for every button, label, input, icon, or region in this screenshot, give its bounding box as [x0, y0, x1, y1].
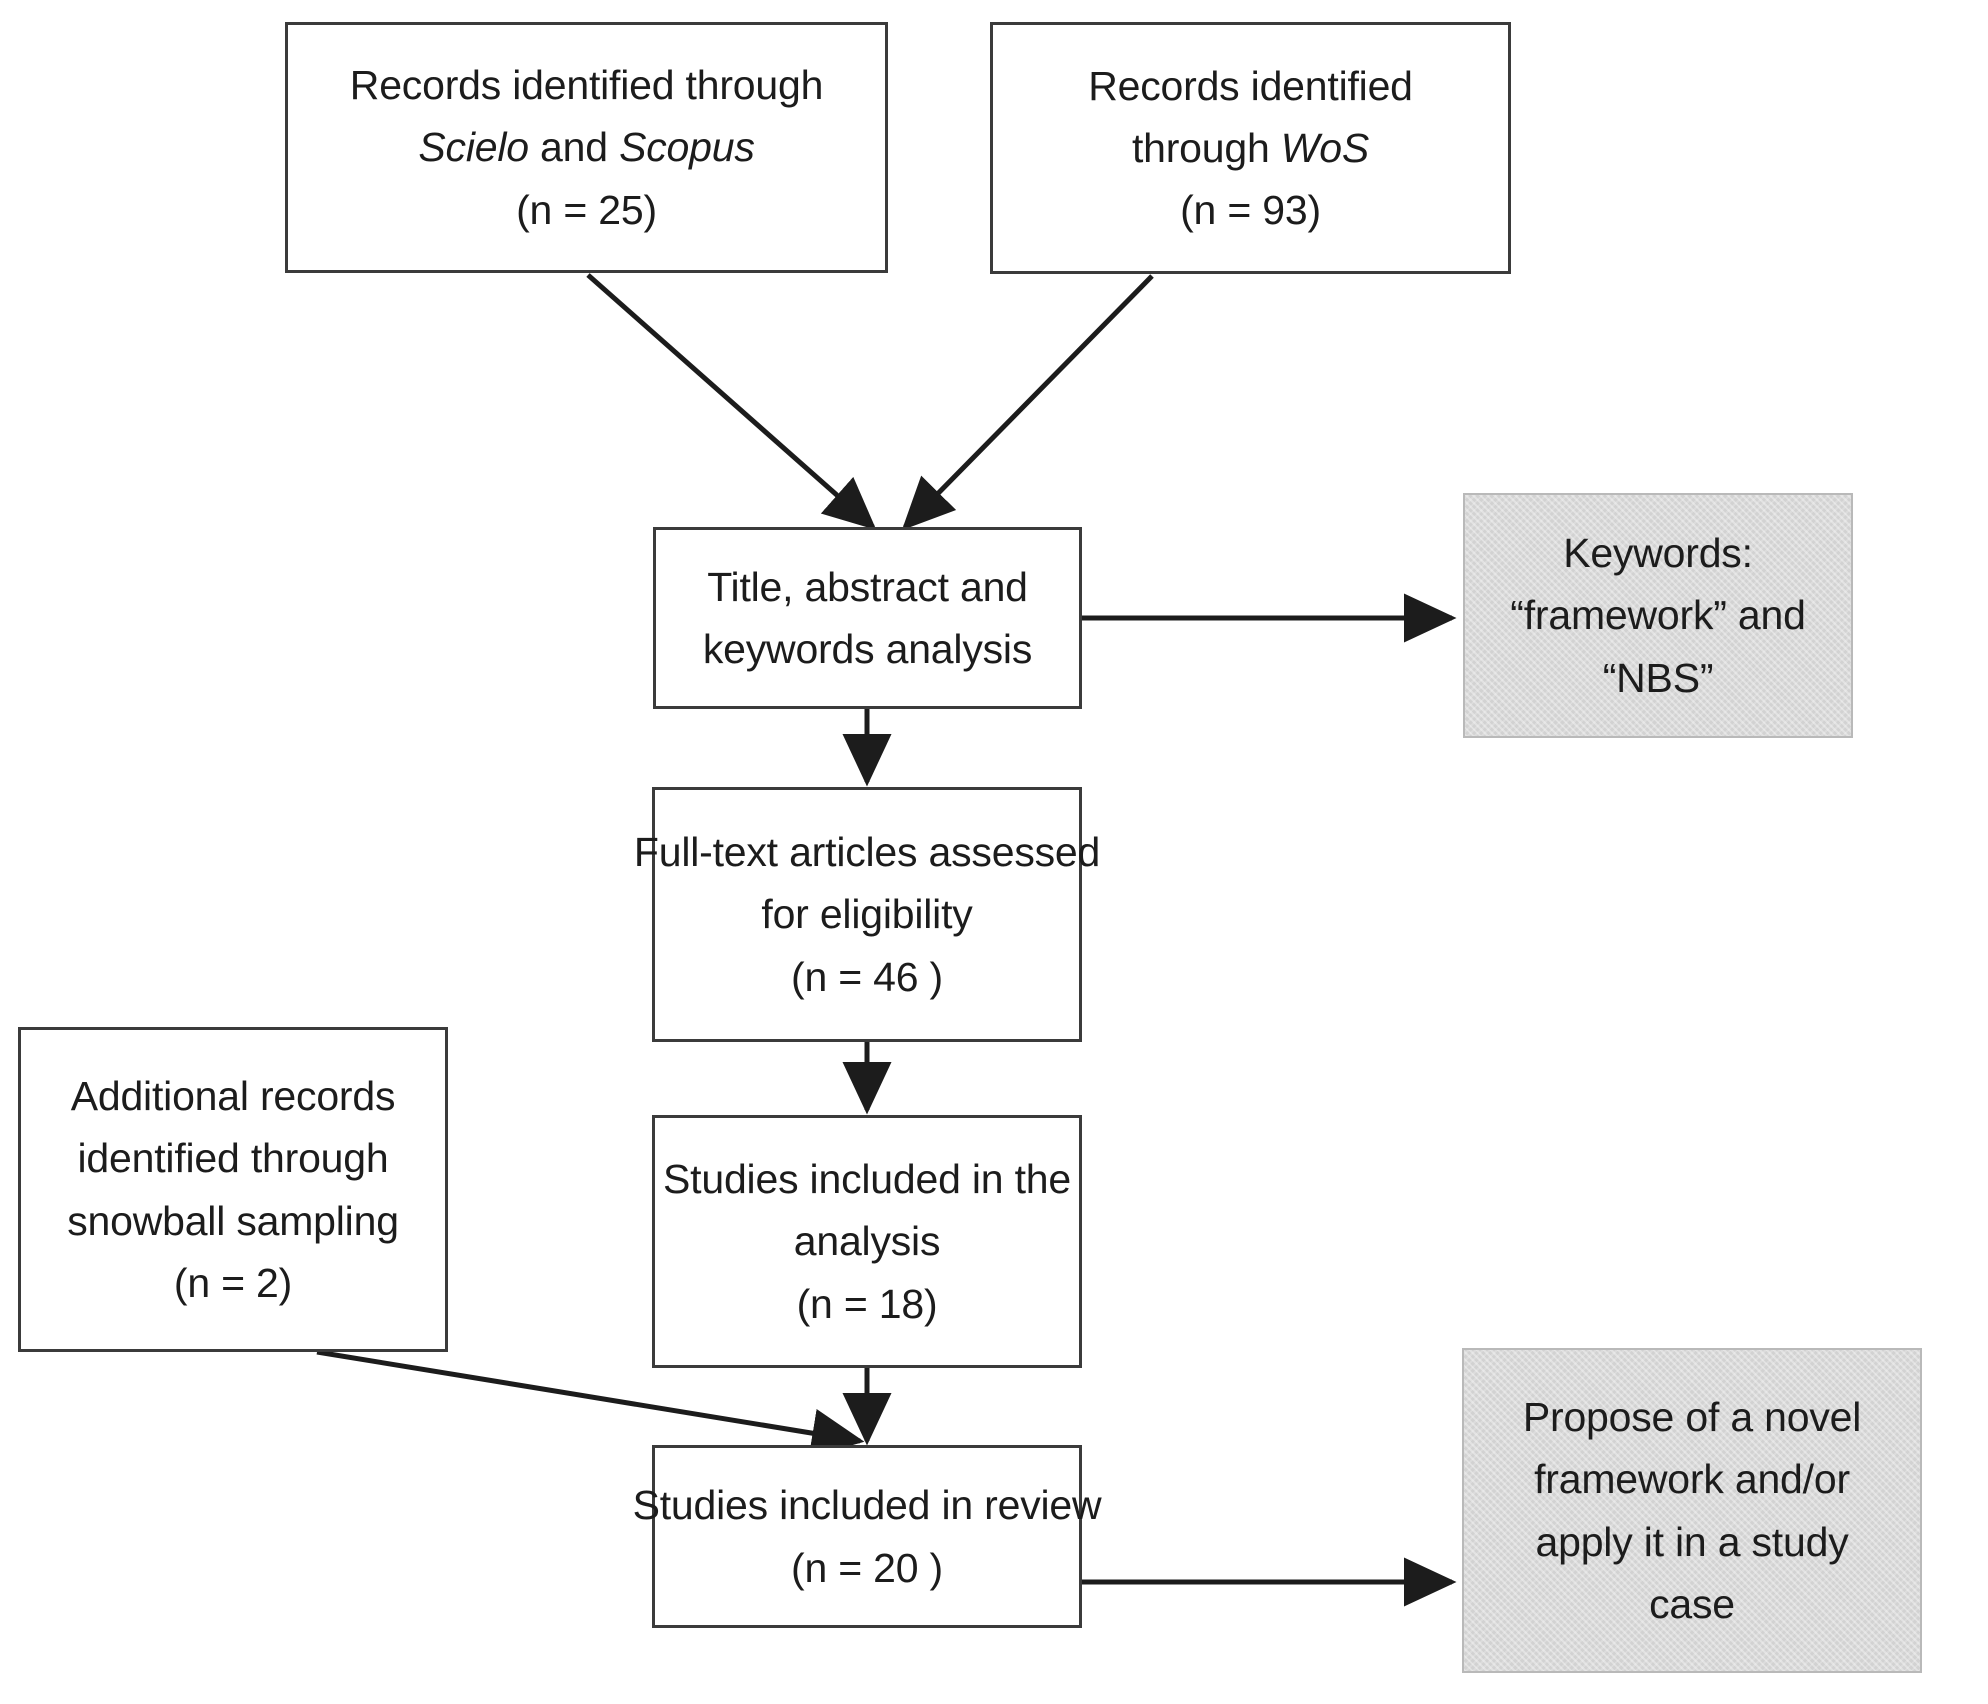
edge-scielo-to-title	[586, 273, 877, 530]
node-line: Records identified through	[349, 62, 824, 109]
node-line: identified through	[77, 1135, 389, 1182]
node-line: through WoS	[1132, 117, 1369, 179]
node-records-wos: Records identified through WoS (n = 93)	[990, 22, 1511, 274]
node-line-plain: and	[528, 124, 620, 171]
node-count: (n = 93)	[1180, 187, 1321, 234]
node-line: Full-text articles assessed	[633, 829, 1101, 876]
node-count: (n = 25)	[516, 186, 657, 233]
node-line-plain: through	[1131, 124, 1281, 171]
node-line-emphasis: Scielo	[418, 124, 529, 171]
note-line: Propose of a novel	[1522, 1393, 1862, 1440]
node-count: (n = 20 )	[790, 1544, 944, 1591]
node-count: (n = 18)	[796, 1280, 938, 1327]
edge-wos-to-title	[901, 274, 1154, 531]
note-line: framework and/or	[1534, 1456, 1850, 1503]
node-title-abstract-keywords: Title, abstract and keywords analysis	[653, 527, 1082, 709]
note-line: “NBS”	[1602, 654, 1714, 701]
node-line: Additional records	[70, 1072, 396, 1119]
node-line: for eligibility	[761, 891, 973, 938]
node-line-emphasis: Scopus	[619, 124, 755, 171]
node-count: (n = 2)	[173, 1259, 293, 1306]
node-line: analysis	[793, 1218, 941, 1265]
node-line: Studies included in the	[663, 1156, 1071, 1203]
note-line: “framework” and	[1510, 592, 1806, 639]
note-line: apply it in a study	[1535, 1518, 1849, 1565]
node-line: Scielo and Scopus	[418, 116, 754, 178]
note-propose-novel-framework: Propose of a novel framework and/or appl…	[1462, 1348, 1922, 1673]
node-line: Title, abstract and	[707, 563, 1028, 610]
node-count: (n = 46 )	[790, 953, 944, 1000]
node-line: keywords analysis	[702, 626, 1033, 672]
node-full-text-eligibility: Full-text articles assessed for eligibil…	[634, 787, 1100, 1042]
node-studies-included-review: Studies included in review (n = 20 )	[633, 1445, 1102, 1628]
node-line: Records identified	[1088, 62, 1413, 109]
note-line: Keywords:	[1563, 530, 1753, 577]
node-line: Studies included in review	[632, 1482, 1102, 1529]
node-studies-included-analysis: Studies included in the analysis (n = 18…	[652, 1115, 1082, 1368]
node-line-emphasis: WoS	[1280, 124, 1370, 171]
note-keywords: Keywords: “framework” and “NBS”	[1463, 493, 1853, 738]
note-line: case	[1649, 1580, 1735, 1627]
node-records-scielo-scopus: Records identified through Scielo and Sc…	[285, 22, 888, 273]
node-line: snowball sampling	[67, 1197, 399, 1244]
node-additional-records-snowball: Additional records identified through sn…	[18, 1027, 448, 1352]
